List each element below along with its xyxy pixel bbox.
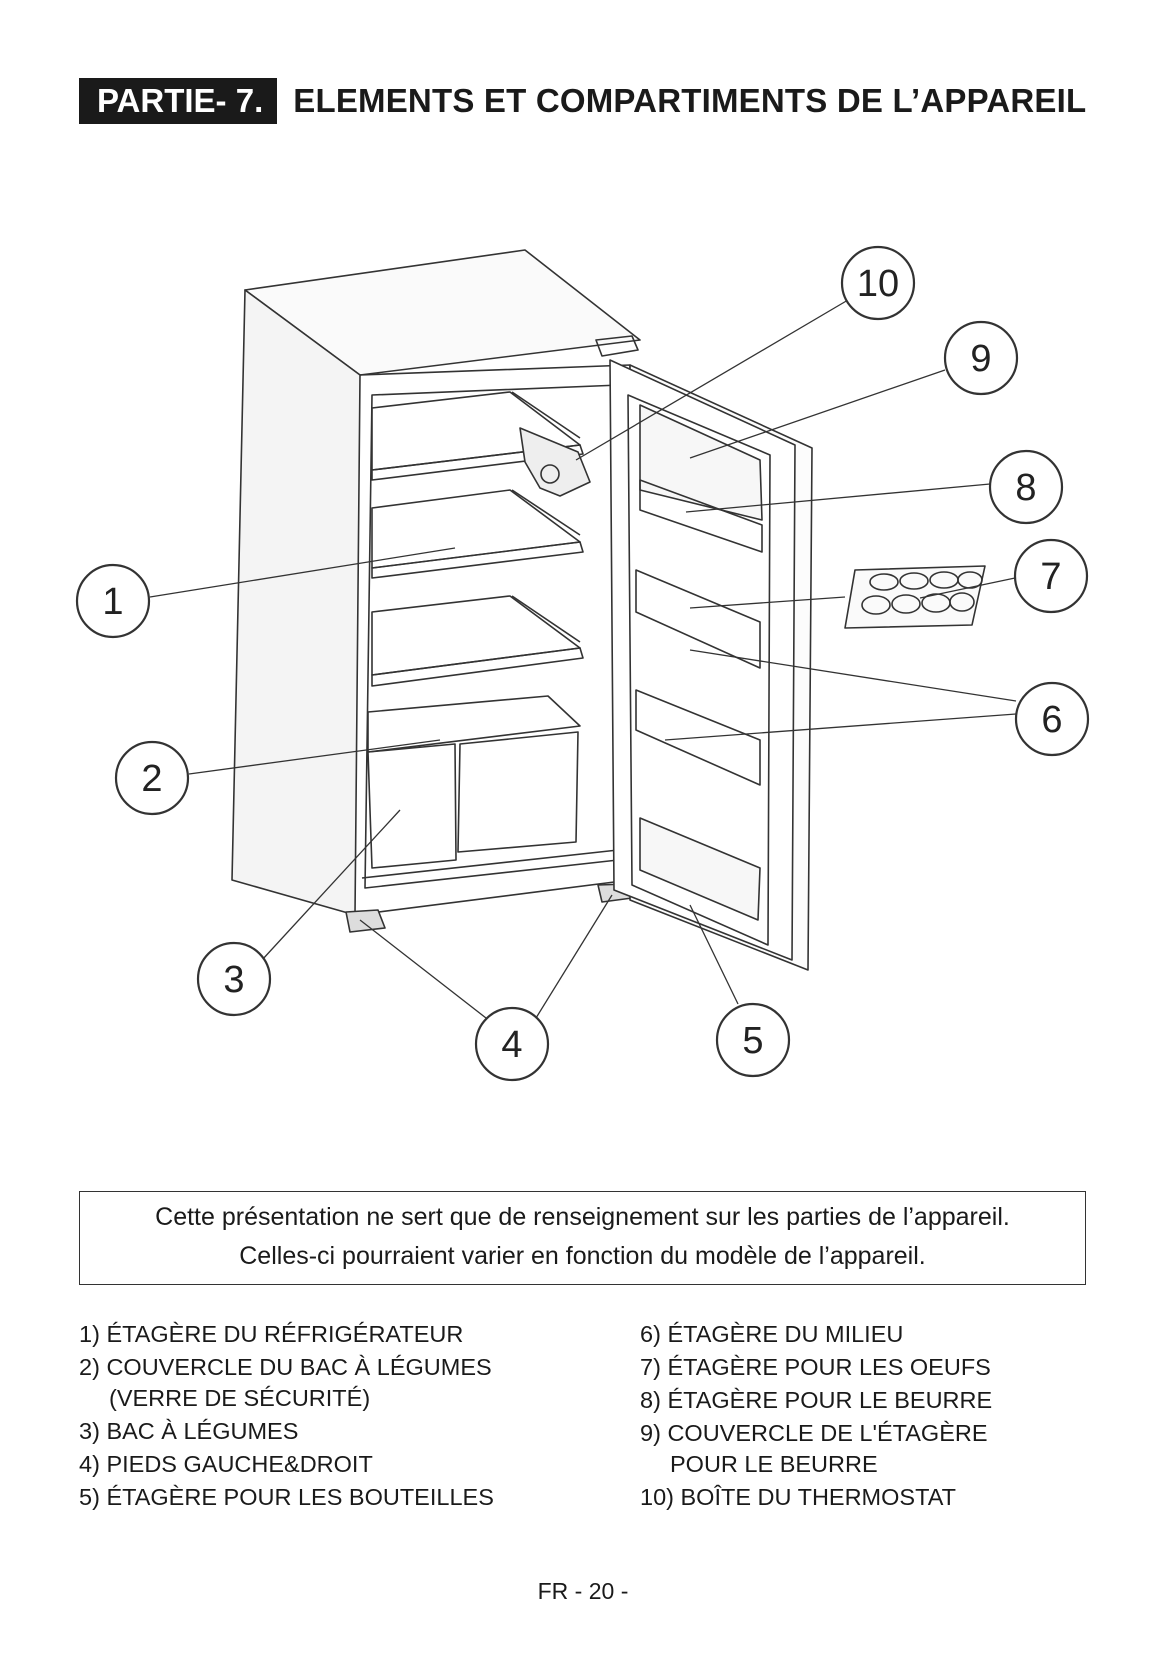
callout-label-4: 4 bbox=[501, 1024, 522, 1066]
info-note-box: Cette présentation ne sert que de rensei… bbox=[79, 1191, 1086, 1285]
callout-label-10: 10 bbox=[857, 263, 899, 305]
callout-5 bbox=[715, 1002, 791, 1078]
legend-text: COUVERCLE DE L'ÉTAGÈRE bbox=[667, 1420, 988, 1446]
note-line-2: Celles-ci pourraient varier en fonction … bbox=[239, 1242, 926, 1270]
legend-item-6: 6) ÉTAGÈRE DU MILIEU bbox=[640, 1318, 992, 1351]
legend-num: 4) bbox=[79, 1451, 100, 1477]
legend-item-3: 3) BAC À LÉGUMES bbox=[79, 1415, 494, 1448]
legend-num: 5) bbox=[79, 1484, 100, 1510]
legend-left: 1) ÉTAGÈRE DU RÉFRIGÉRATEUR 2) COUVERCLE… bbox=[79, 1318, 494, 1514]
legend-text: BOÎTE DU THERMOSTAT bbox=[680, 1484, 956, 1510]
legend-item-2: 2) COUVERCLE DU BAC À LÉGUMES bbox=[79, 1351, 494, 1384]
legend-item-7: 7) ÉTAGÈRE POUR LES OEUFS bbox=[640, 1351, 992, 1384]
callout-10 bbox=[840, 245, 916, 321]
legend-text: BAC À LÉGUMES bbox=[106, 1418, 299, 1444]
callout-1 bbox=[75, 563, 151, 639]
callout-label-9: 9 bbox=[970, 338, 991, 380]
legend-right: 6) ÉTAGÈRE DU MILIEU 7) ÉTAGÈRE POUR LES… bbox=[640, 1318, 992, 1514]
callout-2 bbox=[114, 740, 190, 816]
legend-num: 1) bbox=[79, 1321, 100, 1347]
legend-text: ÉTAGÈRE DU MILIEU bbox=[667, 1321, 904, 1347]
callout-label-6: 6 bbox=[1041, 699, 1062, 741]
page-footer: FR - 20 - bbox=[537, 1578, 629, 1604]
legend-num: 8) bbox=[640, 1387, 661, 1413]
legend-text: ÉTAGÈRE POUR LES BOUTEILLES bbox=[106, 1484, 494, 1510]
legend-num: 2) bbox=[79, 1354, 100, 1380]
legend-num: 10) bbox=[640, 1484, 674, 1510]
callout-label-2: 2 bbox=[141, 758, 162, 800]
legend-text: PIEDS GAUCHE&DROIT bbox=[106, 1451, 373, 1477]
legend-num: 3) bbox=[79, 1418, 100, 1444]
legend-text: ÉTAGÈRE POUR LES OEUFS bbox=[667, 1354, 991, 1380]
callout-7 bbox=[1013, 538, 1089, 614]
callout-6 bbox=[1014, 681, 1090, 757]
legend-num: 9) bbox=[640, 1420, 661, 1446]
callout-label-7: 7 bbox=[1040, 556, 1061, 598]
legend-text: ÉTAGÈRE DU RÉFRIGÉRATEUR bbox=[106, 1321, 464, 1347]
legend-subtext: POUR LE BEURRE bbox=[670, 1451, 878, 1477]
legend-item-5: 5) ÉTAGÈRE POUR LES BOUTEILLES bbox=[79, 1481, 494, 1514]
callout-4 bbox=[474, 1006, 550, 1082]
page-title: ELEMENTS ET COMPARTIMENTS DE L’APPAREIL bbox=[293, 82, 1087, 119]
callout-label-8: 8 bbox=[1015, 467, 1036, 509]
fridge-diagram: 1 2 3 4 5 6 7 8 9 10 bbox=[75, 245, 1090, 1082]
legend-item-9: 9) COUVERCLE DE L'ÉTAGÈRE bbox=[640, 1417, 992, 1450]
callout-8 bbox=[988, 449, 1064, 525]
page-header: PARTIE- 7. ELEMENTS ET COMPARTIMENTS DE … bbox=[79, 78, 1086, 124]
callout-3 bbox=[196, 941, 272, 1017]
legend-subtext: (VERRE DE SÉCURITÉ) bbox=[109, 1385, 371, 1411]
callout-label-5: 5 bbox=[742, 1020, 763, 1062]
legend-text: ÉTAGÈRE POUR LE BEURRE bbox=[667, 1387, 993, 1413]
callout-label-3: 3 bbox=[223, 959, 244, 1001]
callout-9 bbox=[943, 320, 1019, 396]
part-label: PARTIE- 7. bbox=[79, 78, 278, 124]
legend-text: COUVERCLE DU BAC À LÉGUMES bbox=[106, 1354, 492, 1380]
legend-num: 7) bbox=[640, 1354, 661, 1380]
callout-label-1: 1 bbox=[102, 581, 123, 623]
legend-item-1: 1) ÉTAGÈRE DU RÉFRIGÉRATEUR bbox=[79, 1318, 494, 1351]
note-line-1: Cette présentation ne sert que de rensei… bbox=[155, 1203, 1010, 1231]
legend-item-10: 10) BOÎTE DU THERMOSTAT bbox=[640, 1481, 992, 1514]
legend-item-4: 4) PIEDS GAUCHE&DROIT bbox=[79, 1448, 494, 1481]
legend-item-8: 8) ÉTAGÈRE POUR LE BEURRE bbox=[640, 1384, 992, 1417]
legend-num: 6) bbox=[640, 1321, 661, 1347]
